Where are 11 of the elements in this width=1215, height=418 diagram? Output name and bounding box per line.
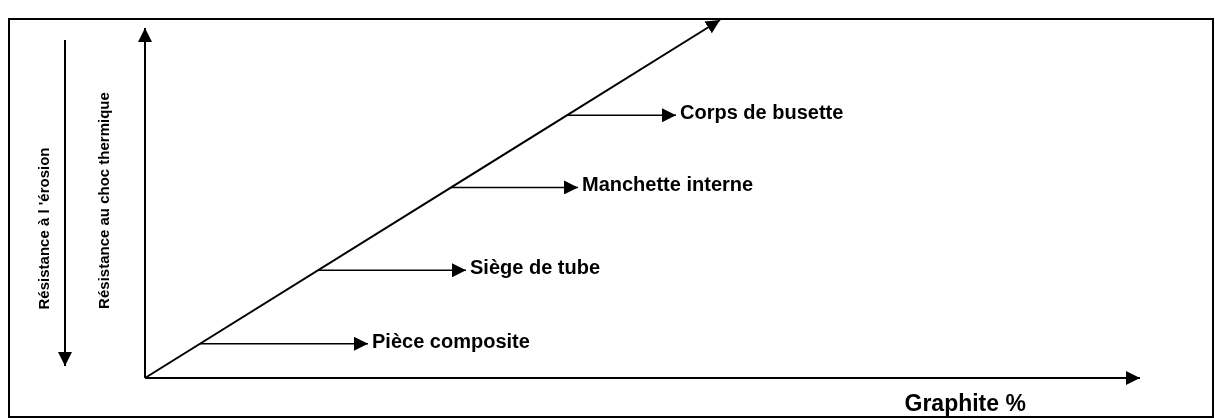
axis-title: Résistance à l 'érosion: [35, 147, 53, 309]
axis-title: Graphite %: [904, 389, 1026, 417]
component-label: Corps de busette: [680, 100, 844, 125]
arrow: [317, 263, 467, 278]
arrow: [199, 336, 369, 351]
component-label: Manchette interne: [582, 172, 754, 197]
component-label: Pièce composite: [372, 328, 530, 353]
arrow: [566, 108, 677, 123]
axis-title: Résistance au choc thermique: [94, 91, 112, 309]
arrow: [450, 180, 579, 195]
component-label: Siège de tube: [470, 255, 601, 280]
